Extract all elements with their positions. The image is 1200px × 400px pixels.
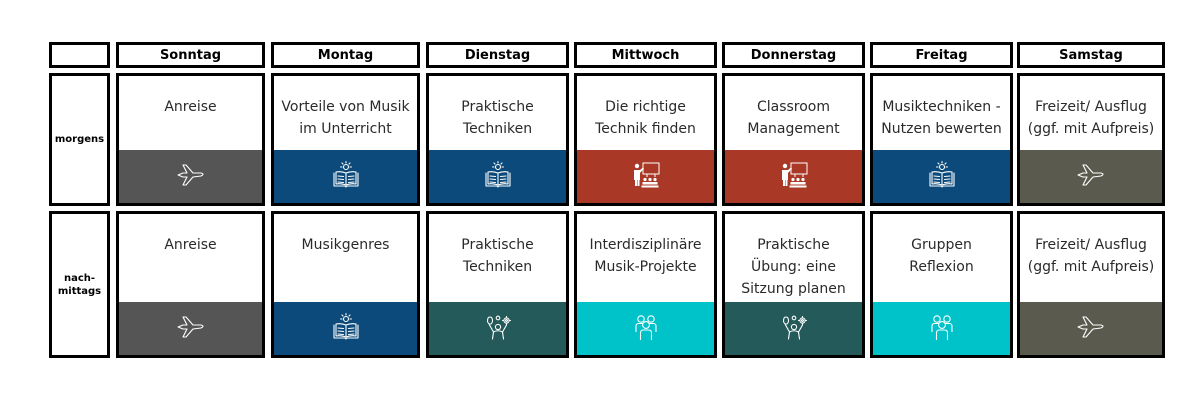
schedule-cell-donnerstag-nachmittags: Praktische Übung: eine Sitzung planen bbox=[722, 211, 865, 358]
row-label-morgens: morgens bbox=[49, 73, 110, 206]
day-header-samstag: Samstag bbox=[1017, 42, 1165, 68]
cell-title: Vorteile von Musik im Unterricht bbox=[281, 99, 410, 137]
day-header-dienstag: Dienstag bbox=[426, 42, 569, 68]
day-header-donnerstag: Donnerstag bbox=[722, 42, 865, 68]
cell-color-band bbox=[873, 302, 1010, 355]
cell-color-band bbox=[1020, 302, 1162, 355]
cell-color-band bbox=[725, 302, 862, 355]
idea-person-icon bbox=[481, 312, 515, 346]
cell-color-band bbox=[119, 150, 262, 203]
plane-icon bbox=[1074, 312, 1108, 346]
schedule-cell-sonntag-morgens: Anreise bbox=[116, 73, 265, 206]
schedule-cell-samstag-morgens: Freizeit/ Ausflug (ggf. mit Aufpreis) bbox=[1017, 73, 1165, 206]
schedule-cell-freitag-morgens: Musiktechniken - Nutzen bewerten bbox=[870, 73, 1013, 206]
cell-title: Anreise bbox=[164, 237, 217, 253]
book-icon bbox=[925, 160, 959, 194]
cell-color-band bbox=[274, 302, 417, 355]
cell-title: Gruppen Reflexion bbox=[909, 237, 974, 275]
schedule-cell-dienstag-nachmittags: Praktische Techniken bbox=[426, 211, 569, 358]
day-header-sonntag: Sonntag bbox=[116, 42, 265, 68]
plane-icon bbox=[174, 160, 208, 194]
cell-color-band bbox=[725, 150, 862, 203]
cell-color-band bbox=[1020, 150, 1162, 203]
cell-title: Classroom Management bbox=[747, 99, 840, 137]
cell-color-band bbox=[873, 150, 1010, 203]
schedule-cell-donnerstag-morgens: Classroom Management bbox=[722, 73, 865, 206]
plane-icon bbox=[1074, 160, 1108, 194]
cell-color-band bbox=[429, 302, 566, 355]
cell-title: Interdisziplinäre Musik-Projekte bbox=[589, 237, 702, 275]
cell-color-band bbox=[577, 302, 714, 355]
teacher-class-icon bbox=[629, 160, 663, 194]
cell-color-band bbox=[577, 150, 714, 203]
schedule-cell-montag-morgens: Vorteile von Musik im Unterricht bbox=[271, 73, 420, 206]
group-icon bbox=[629, 312, 663, 346]
schedule-cell-sonntag-nachmittags: Anreise bbox=[116, 211, 265, 358]
schedule-cell-montag-nachmittags: Musikgenres bbox=[271, 211, 420, 358]
cell-title: Die richtige Technik finden bbox=[595, 99, 696, 137]
day-header-freitag: Freitag bbox=[870, 42, 1013, 68]
cell-title: Anreise bbox=[164, 99, 217, 115]
cell-color-band bbox=[119, 302, 262, 355]
schedule-cell-mittwoch-morgens: Die richtige Technik finden bbox=[574, 73, 717, 206]
cell-title: Praktische Übung: eine Sitzung planen bbox=[741, 237, 846, 297]
schedule-cell-samstag-nachmittags: Freizeit/ Ausflug (ggf. mit Aufpreis) bbox=[1017, 211, 1165, 358]
schedule-cell-mittwoch-nachmittags: Interdisziplinäre Musik-Projekte bbox=[574, 211, 717, 358]
cell-color-band bbox=[274, 150, 417, 203]
corner-header-cell bbox=[49, 42, 110, 68]
cell-title: Freizeit/ Ausflug (ggf. mit Aufpreis) bbox=[1027, 99, 1155, 137]
teacher-class-icon bbox=[777, 160, 811, 194]
schedule-cell-dienstag-morgens: Praktische Techniken bbox=[426, 73, 569, 206]
cell-title: Musiktechniken - Nutzen bewerten bbox=[881, 99, 1002, 137]
cell-title: Praktische Techniken bbox=[461, 237, 534, 275]
group-icon bbox=[925, 312, 959, 346]
book-icon bbox=[329, 312, 363, 346]
cell-title: Musikgenres bbox=[301, 237, 390, 253]
book-icon bbox=[481, 160, 515, 194]
cell-color-band bbox=[429, 150, 566, 203]
day-header-montag: Montag bbox=[271, 42, 420, 68]
cell-title: Freizeit/ Ausflug (ggf. mit Aufpreis) bbox=[1027, 237, 1155, 275]
book-icon bbox=[329, 160, 363, 194]
cell-title: Praktische Techniken bbox=[461, 99, 534, 137]
schedule-cell-freitag-nachmittags: Gruppen Reflexion bbox=[870, 211, 1013, 358]
day-header-mittwoch: Mittwoch bbox=[574, 42, 717, 68]
idea-person-icon bbox=[777, 312, 811, 346]
plane-icon bbox=[174, 312, 208, 346]
row-label-nachmittags: nach- mittags bbox=[49, 211, 110, 358]
